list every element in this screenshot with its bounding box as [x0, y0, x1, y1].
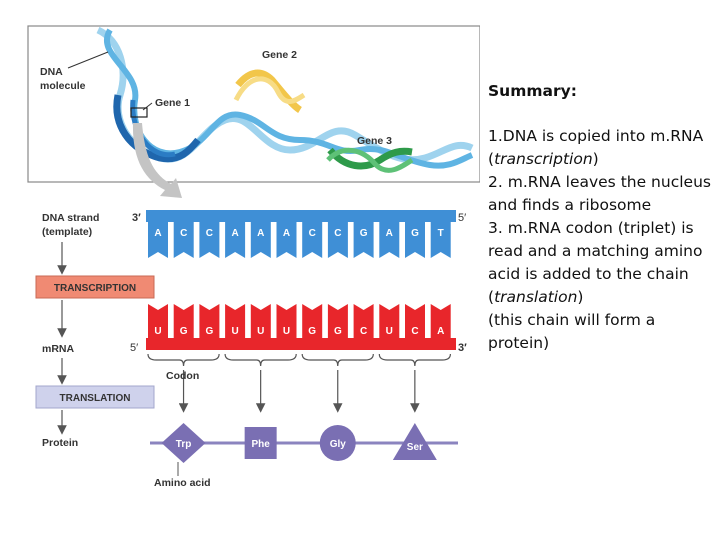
- dna-base: A: [379, 222, 399, 258]
- mrna-label: mRNA: [42, 343, 75, 355]
- protein-synthesis-diagram: DNA molecule Gene 1 Gene 2 Gene 3 DNA st…: [0, 0, 480, 540]
- translation-label: TRANSLATION: [60, 393, 131, 404]
- mrna-base-letter: U: [283, 326, 290, 337]
- amino-acid-label-text: Ser: [407, 442, 423, 453]
- dna-strand-label-line1: DNA strand: [42, 212, 99, 224]
- dna-three-prime: 3′: [132, 212, 141, 224]
- mrna-base: G: [199, 304, 219, 338]
- mrna-three-prime: 3′: [458, 342, 467, 354]
- dna-base-letter: T: [438, 228, 444, 239]
- dna-base-letter: A: [257, 228, 264, 239]
- gene1-label: Gene 1: [155, 97, 190, 109]
- dna-base: A: [148, 222, 168, 258]
- dna-base-letter: G: [360, 228, 368, 239]
- dna-base: C: [174, 222, 194, 258]
- amino-acid-label-text: Trp: [176, 439, 192, 450]
- summary-panel: Summary: 1.DNA is copied into m.RNA (tra…: [488, 80, 716, 355]
- mrna-base: U: [379, 304, 399, 338]
- summary-point-4: (this chain will form a protein): [488, 309, 716, 355]
- mrna-base: G: [174, 304, 194, 338]
- mrna-five-prime: 5′: [130, 342, 138, 354]
- summary-title: Summary:: [488, 80, 716, 103]
- mrna-base: A: [431, 304, 451, 338]
- dna-base: C: [302, 222, 322, 258]
- amino-acid-gly: Gly: [320, 425, 356, 461]
- translation-term: translation: [494, 288, 577, 306]
- dna-base-letter: A: [154, 228, 161, 239]
- codon-brace: [379, 354, 450, 366]
- dna-base-letter: A: [386, 228, 393, 239]
- dna-base: G: [405, 222, 425, 258]
- dna-five-prime: 5′: [458, 212, 466, 224]
- amino-acid-label: Amino acid: [154, 477, 211, 489]
- dna-base-letter: C: [206, 228, 213, 239]
- dna-base-letter: C: [334, 228, 341, 239]
- amino-acid-phe: Phe: [245, 427, 277, 459]
- mrna-base-letter: U: [257, 326, 264, 337]
- mrna-base: U: [277, 304, 297, 338]
- codon-brace: [302, 354, 373, 366]
- amino-acid-label-text: Gly: [330, 439, 347, 450]
- summary-point-3: 3. m.RNA codon (triplet) is read and a m…: [488, 217, 716, 309]
- mrna-base-letter: G: [180, 326, 188, 337]
- amino-acid-trp: Trp: [162, 423, 206, 463]
- dna-base-letter: C: [309, 228, 316, 239]
- mrna-backbone: [146, 338, 456, 350]
- mrna-base-letter: C: [411, 326, 418, 337]
- mrna-base-letter: U: [231, 326, 238, 337]
- dna-base-letter: G: [411, 228, 419, 239]
- dna-base: C: [199, 222, 219, 258]
- mrna-base: G: [302, 304, 322, 338]
- mrna-base-letter: U: [386, 326, 393, 337]
- amino-acid-label-text: Phe: [251, 439, 270, 450]
- mrna-base: U: [148, 304, 168, 338]
- gene3-label: Gene 3: [357, 135, 392, 147]
- dna-base: T: [431, 222, 451, 258]
- mrna-base-letter: A: [437, 326, 444, 337]
- transcription-label: TRANSCRIPTION: [54, 283, 136, 294]
- dna-base: C: [328, 222, 348, 258]
- dna-base-letter: A: [283, 228, 290, 239]
- mrna-base-letter: U: [154, 326, 161, 337]
- dna-base: A: [225, 222, 245, 258]
- dna-base: G: [354, 222, 374, 258]
- mrna-base-letter: G: [308, 326, 316, 337]
- mrna-base: C: [354, 304, 374, 338]
- dna-backbone: [146, 210, 456, 222]
- codon-brace: [225, 354, 296, 366]
- dna-molecule-label-line1: DNA: [40, 66, 63, 78]
- dna-base-letter: A: [231, 228, 238, 239]
- summary-point-1: 1.DNA is copied into m.RNA (transcriptio…: [488, 125, 716, 171]
- dna-base: A: [251, 222, 271, 258]
- codon-brace: [148, 354, 219, 366]
- mrna-base-letter: C: [360, 326, 367, 337]
- mrna-base-letter: G: [206, 326, 214, 337]
- summary-point-2: 2. m.RNA leaves the nucleus and finds a …: [488, 171, 716, 217]
- mrna-base: U: [251, 304, 271, 338]
- gene2-label: Gene 2: [262, 49, 297, 61]
- dna-base-letter: C: [180, 228, 187, 239]
- transcription-term: transcription: [494, 150, 593, 168]
- mrna-base-letter: G: [334, 326, 342, 337]
- protein-label: Protein: [42, 437, 78, 449]
- mrna-base: C: [405, 304, 425, 338]
- mrna-base: U: [225, 304, 245, 338]
- dna-strand-label-line2: (template): [42, 226, 92, 238]
- codon-label: Codon: [166, 370, 199, 382]
- mrna-base: G: [328, 304, 348, 338]
- dna-molecule-label-line2: molecule: [40, 80, 86, 92]
- dna-base: A: [277, 222, 297, 258]
